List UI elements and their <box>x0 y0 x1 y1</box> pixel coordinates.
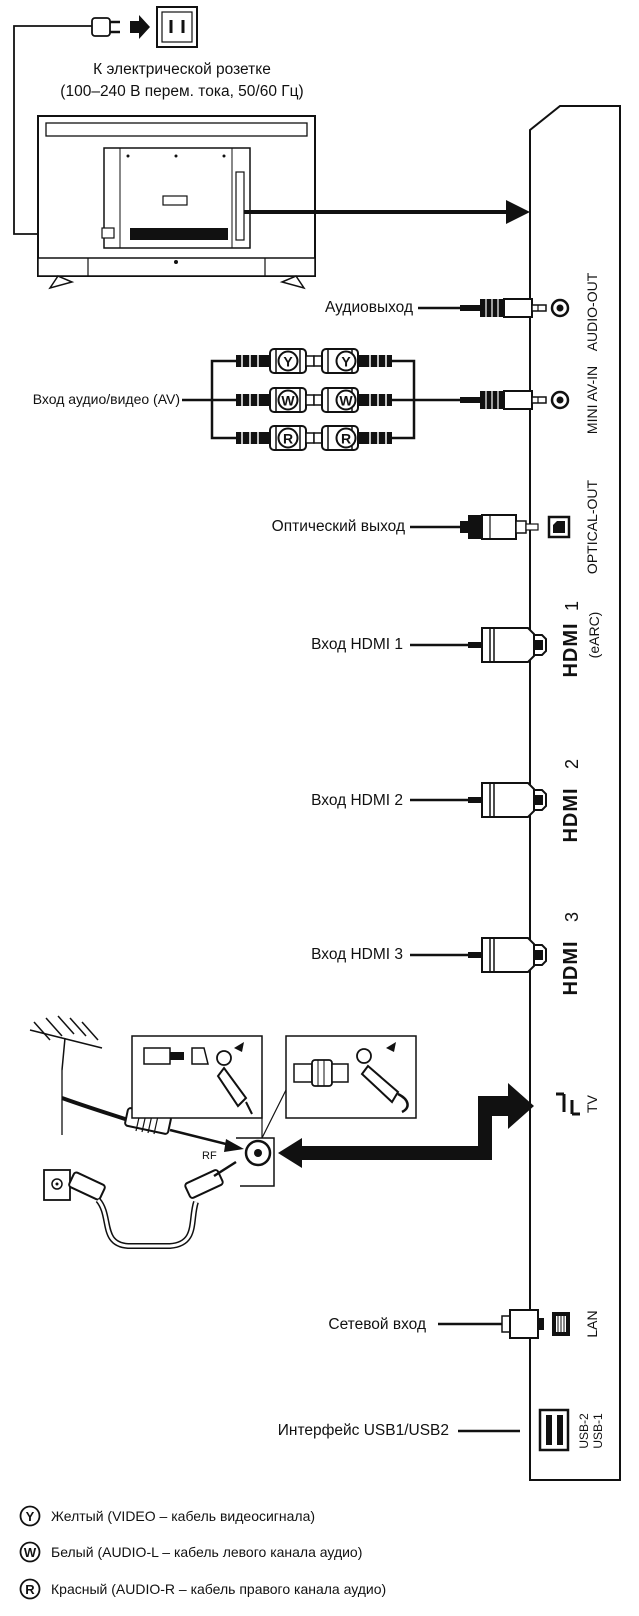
wall-outlet-icon <box>156 6 198 48</box>
lan-plug-icon <box>501 1309 544 1339</box>
hdmi3-label: Вход HDMI 3 <box>311 946 403 963</box>
legend: Y Желтый (VIDEO – кабель видеосигнала) W… <box>19 1505 386 1600</box>
panel-usb2-label: USB-2 <box>577 1413 591 1449</box>
svg-text:Y: Y <box>26 1509 35 1524</box>
panel-hdmi3-num: 3 <box>562 912 582 922</box>
svg-text:R: R <box>341 431 351 447</box>
av-in-label: Вход аудио/видео (AV) <box>33 391 180 407</box>
panel-optical-label: OPTICAL-OUT <box>584 479 600 574</box>
panel-hdmi2-logo[interactable]: HDMI <box>560 787 582 842</box>
rca-white-pair: W W <box>235 387 393 413</box>
audio-out-label: Аудиовыход <box>325 299 413 316</box>
rf-jack-icon <box>236 1137 275 1187</box>
legend-item-yellow: Y Желтый (VIDEO – кабель видеосигнала) <box>19 1505 315 1527</box>
svg-text:R: R <box>283 431 293 447</box>
hdmi2-plug-icon <box>467 782 547 818</box>
legend-item-red: R Красный (AUDIO-R – кабель правого кана… <box>19 1578 386 1600</box>
optical-plug-icon <box>460 514 539 540</box>
rca-yellow-pair: Y Y <box>235 348 393 374</box>
panel-hdmi1-earc: (eARC) <box>586 612 602 659</box>
panel-tv-label: TV <box>584 1094 600 1113</box>
panel-hdmi1-num: 1 <box>562 601 582 611</box>
antenna-icon <box>29 1015 103 1071</box>
power-label-line2: (100–240 В перем. тока, 50/60 Гц) <box>60 83 303 100</box>
svg-text:Белый (AUDIO-L – кабель левого: Белый (AUDIO-L – кабель левого канала ау… <box>51 1544 362 1560</box>
av-cable-lines <box>182 359 462 440</box>
usb-label: Интерфейс USB1/USB2 <box>278 1422 449 1439</box>
svg-text:Красный (AUDIO-R – кабель прав: Красный (AUDIO-R – кабель правого канала… <box>51 1581 386 1597</box>
lan-label: Сетевой вход <box>328 1316 426 1333</box>
svg-text:Y: Y <box>283 354 293 370</box>
svg-text:W: W <box>281 393 295 409</box>
panel-hdmi1-logo[interactable]: HDMI <box>560 622 582 677</box>
rca-red-pair: R R <box>235 425 393 451</box>
panel-mini-av-label: MINI AV-IN <box>584 366 600 434</box>
power-plug-icon <box>91 17 120 37</box>
optical-port-icon[interactable] <box>547 515 571 539</box>
tv-to-panel-arrow-icon <box>244 200 530 224</box>
panel-audio-out-label: AUDIO-OUT <box>584 272 600 351</box>
audio-out-port-icon[interactable] <box>550 298 570 318</box>
usb-ports-icon[interactable] <box>538 1408 570 1452</box>
hdmi1-plug-icon <box>467 627 547 663</box>
tv-antenna-port-icon[interactable] <box>556 1092 580 1116</box>
svg-text:R: R <box>25 1582 35 1597</box>
mini-av-port-icon[interactable] <box>550 390 570 410</box>
svg-text:W: W <box>339 393 353 409</box>
lan-port-icon[interactable] <box>552 1312 570 1336</box>
panel-hdmi2-num: 2 <box>562 759 582 769</box>
connector-panel <box>529 105 621 1481</box>
wall-socket-icon <box>43 1169 71 1201</box>
hdmi2-label: Вход HDMI 2 <box>311 792 403 809</box>
svg-text:W: W <box>24 1545 37 1560</box>
hdmi3-plug-icon <box>467 937 547 973</box>
tv-rear-view-icon <box>37 115 316 290</box>
power-label-line1: К электрической розетке <box>93 61 271 78</box>
inset-box-2 <box>285 1035 417 1119</box>
legend-item-white: W Белый (AUDIO-L – кабель левого канала … <box>19 1541 362 1563</box>
panel-hdmi3-logo[interactable]: HDMI <box>560 940 582 995</box>
hdmi1-label: Вход HDMI 1 <box>311 636 403 653</box>
loop-cable <box>68 1160 237 1249</box>
svg-text:Желтый (VIDEO – кабель видеоси: Желтый (VIDEO – кабель видеосигнала) <box>51 1508 315 1524</box>
svg-text:Y: Y <box>341 354 351 370</box>
panel-lan-label: LAN <box>584 1310 600 1337</box>
arrow-right-icon <box>130 15 150 39</box>
panel-usb1-label: USB-1 <box>591 1413 605 1449</box>
optical-label: Оптический выход <box>272 518 405 535</box>
rf-label: RF <box>202 1150 217 1162</box>
rf-double-arrow-icon <box>278 1083 534 1168</box>
inset-box-1 <box>131 1035 263 1119</box>
